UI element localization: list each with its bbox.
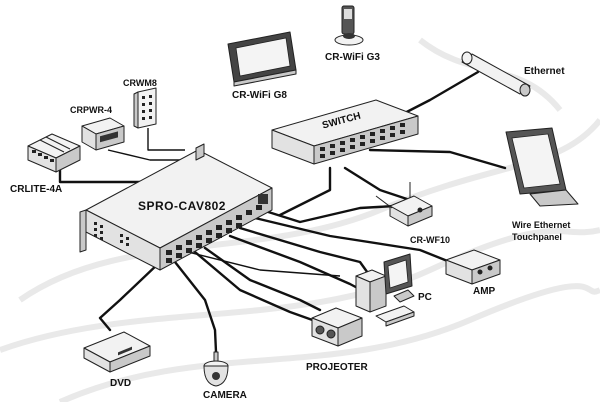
crwm8-label: CRWM8: [123, 78, 157, 88]
camera-label: CAMERA: [203, 390, 247, 401]
controller-label: SPRO-CAV802: [138, 199, 226, 213]
touchpanel-label-line2: Touchpanel: [512, 232, 562, 242]
spro-cav802-controller: [79, 143, 273, 271]
crwm8-device: [133, 87, 157, 129]
crpwr4-label: CRPWR-4: [70, 105, 112, 115]
projector-label: PROJEOTER: [306, 362, 368, 373]
wifi-g8-label: CR-WiFi G8: [232, 90, 287, 101]
pc-label: PC: [418, 292, 432, 303]
cr-wf10-device: [375, 182, 433, 227]
network-switch: [271, 99, 419, 165]
wifi-g3-handheld: [334, 5, 364, 46]
wifi-g3-label: CR-WiFi G3: [325, 52, 380, 63]
wifi-g8-tablet: [227, 31, 297, 87]
touchpanel-device: [505, 127, 579, 207]
ethernet-cloud: [461, 51, 531, 97]
crlite4a-device: [27, 133, 81, 173]
camera-device: [203, 351, 229, 387]
crlite4a-label: CRLITE-4A: [10, 184, 62, 195]
ethernet-label: Ethernet: [524, 66, 565, 77]
cr-wf10-label: CR-WF10: [410, 235, 450, 245]
touchpanel-label-line1: Wire Ethernet: [512, 220, 570, 230]
pc-device: [355, 253, 415, 327]
dvd-label: DVD: [110, 378, 131, 389]
amp-device: [445, 249, 501, 285]
crpwr4-device: [81, 117, 125, 151]
projector-device: [311, 307, 363, 347]
dvd-device: [83, 331, 151, 373]
amp-label: AMP: [473, 286, 496, 297]
